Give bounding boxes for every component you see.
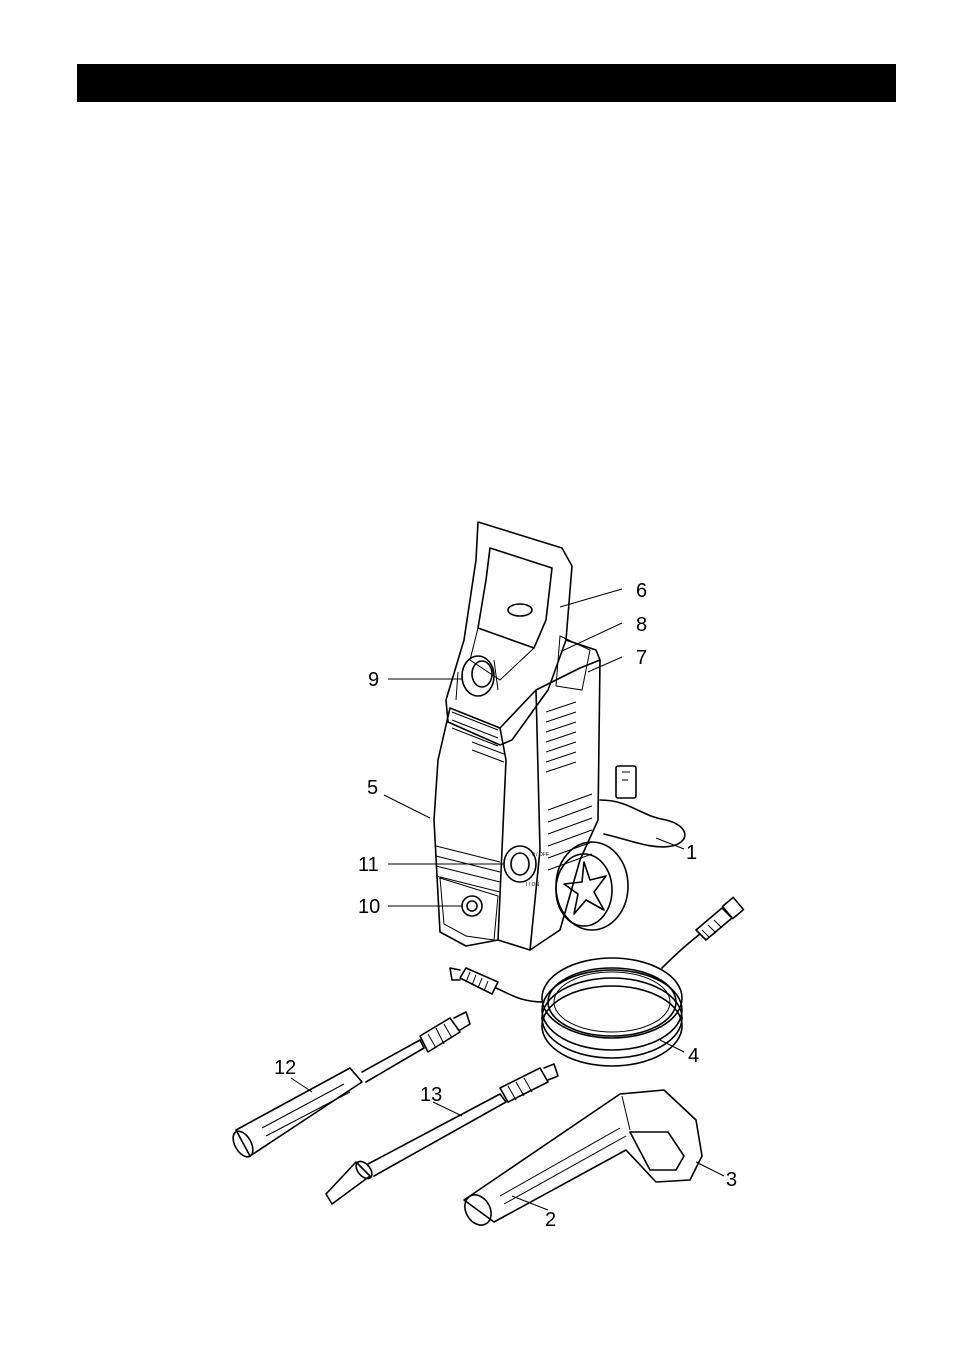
callout-2: 2 [545,1209,556,1231]
callout-7: 7 [636,647,647,669]
pressure-washer-unit: 0 / OFF I / ON [434,522,685,950]
power-cord [600,766,685,847]
carry-handle [446,522,572,745]
callout-5: 5 [367,777,378,799]
wheel [556,842,628,930]
callout-13: 13 [420,1084,442,1106]
callout-9: 9 [368,669,379,691]
callout-8: 8 [636,614,647,636]
trigger-gun [460,1090,702,1230]
callout-11: 11 [358,854,379,876]
side-vents [546,702,592,870]
callout-3: 3 [726,1169,737,1191]
high-pressure-outlet [462,896,482,916]
switch-on-label: I / ON [526,882,539,888]
callout-12: 12 [274,1057,296,1079]
lower-front-vents [436,846,500,892]
detergent-tank-cap [456,656,498,700]
callout-4: 4 [688,1045,699,1067]
callout-1: 1 [686,842,697,864]
callout-10: 10 [358,896,380,918]
switch-off-label: 0 / OFF [532,852,549,858]
callout-labels: 1 2 3 4 5 6 8 7 9 10 11 12 13 [274,580,737,1231]
callout-6: 6 [636,580,647,602]
handle-opening [478,548,552,648]
body-side [498,660,600,950]
leader-lines [291,589,724,1210]
on-off-switch: 0 / OFF I / ON [504,846,549,888]
